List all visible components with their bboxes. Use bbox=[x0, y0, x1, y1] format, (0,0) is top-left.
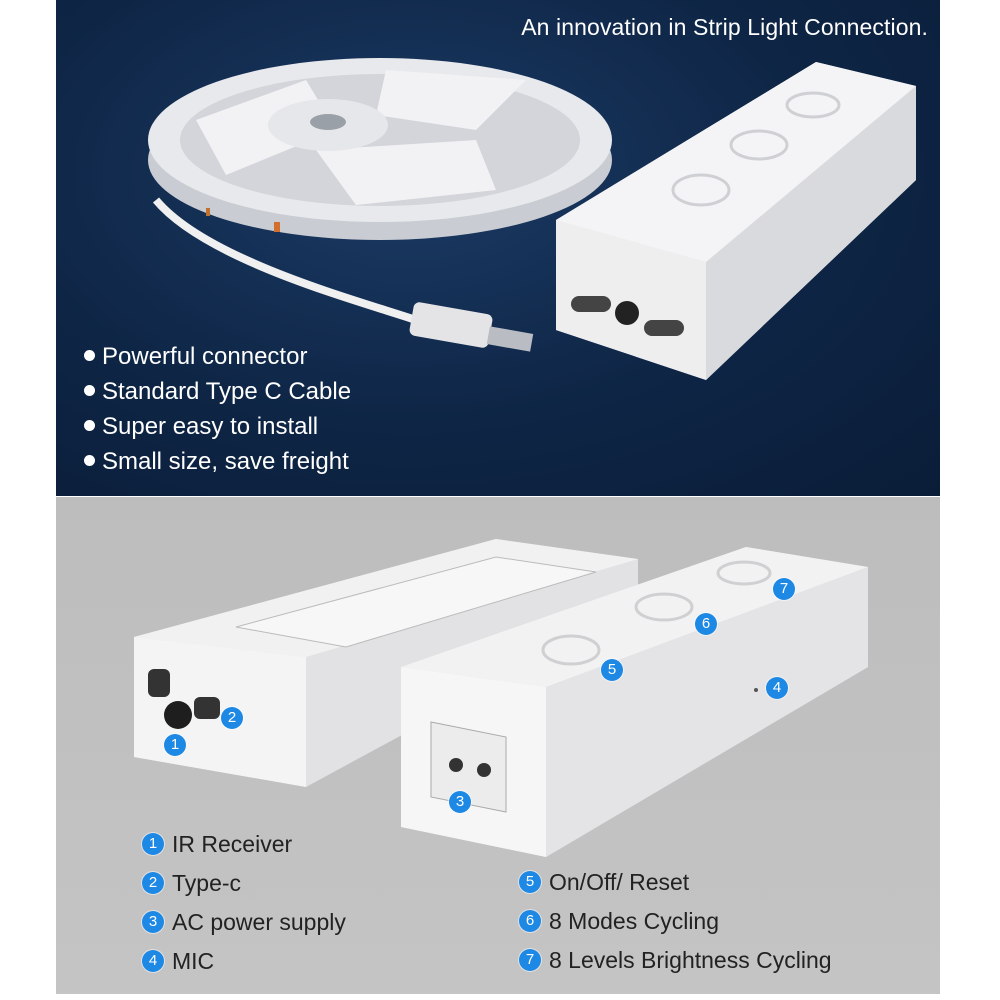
feature-item: Small size, save freight bbox=[84, 447, 351, 482]
feature-list: Powerful connector Standard Type C Cable… bbox=[84, 342, 351, 482]
top-banner: An innovation in Strip Light Connection.… bbox=[56, 0, 940, 496]
led-strip-reel bbox=[148, 58, 612, 240]
controller-box-front bbox=[401, 547, 868, 857]
controller-box bbox=[556, 62, 916, 380]
strip-and-controller-illustration bbox=[148, 58, 916, 380]
callout-badge: 1 bbox=[164, 734, 186, 756]
power-adapter-box bbox=[134, 539, 638, 787]
product-views-illustration bbox=[134, 539, 868, 857]
callout-badge: 4 bbox=[766, 677, 788, 699]
callout-badge: 2 bbox=[221, 707, 243, 729]
callout-badge: 6 bbox=[695, 613, 717, 635]
type-c-plug bbox=[409, 302, 493, 348]
type-c-cable bbox=[152, 197, 418, 324]
feature-item: Super easy to install bbox=[84, 412, 351, 447]
headline: An innovation in Strip Light Connection. bbox=[521, 14, 928, 40]
callout-badge: 7 bbox=[773, 578, 795, 600]
feature-item: Standard Type C Cable bbox=[84, 377, 351, 412]
callout-badge: 5 bbox=[601, 659, 623, 681]
feature-item: Powerful connector bbox=[84, 342, 351, 377]
callout-badge: 3 bbox=[449, 791, 471, 813]
